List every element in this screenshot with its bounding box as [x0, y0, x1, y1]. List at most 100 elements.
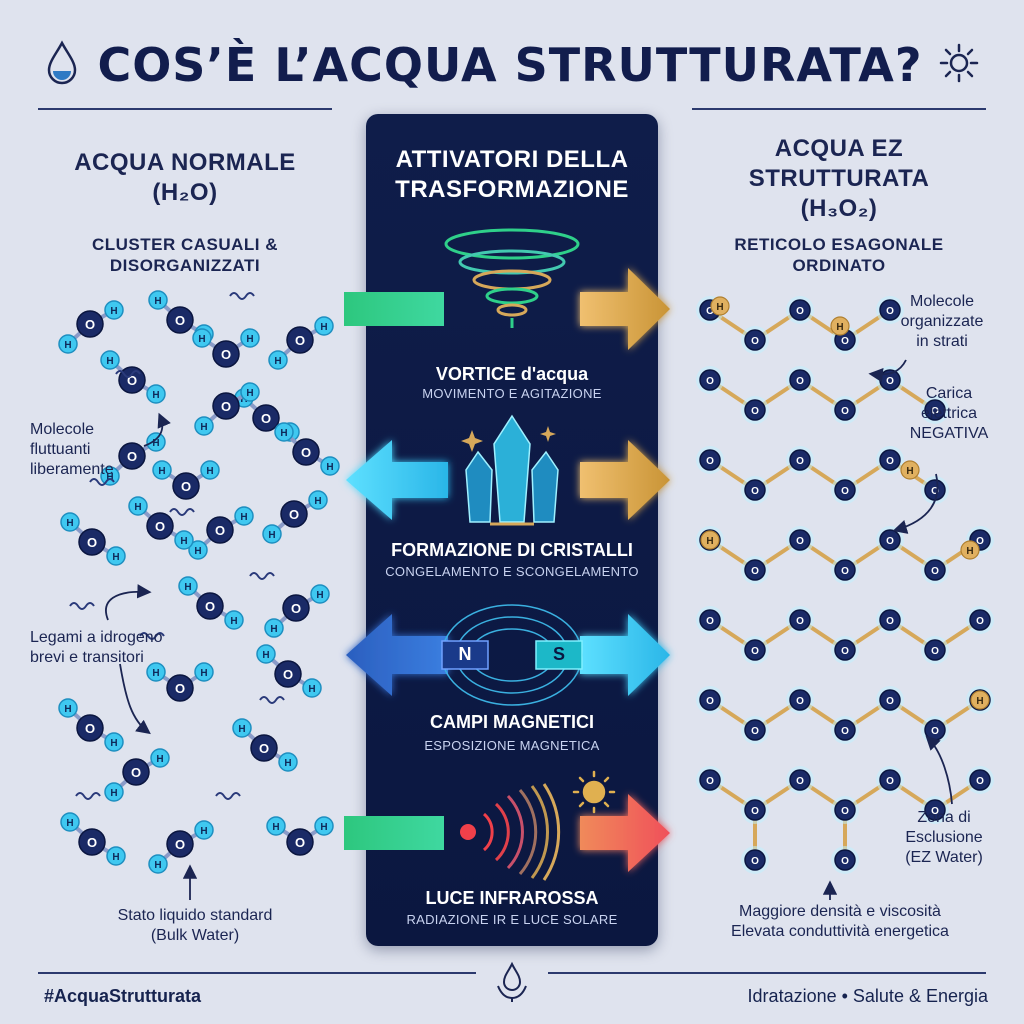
svg-text:O: O: [289, 507, 299, 522]
svg-text:H: H: [66, 818, 73, 829]
note-layers-line1: Molecole: [909, 293, 975, 310]
svg-text:O: O: [796, 616, 804, 627]
note-bulk-water: Stato liquido standard (Bulk Water): [90, 906, 300, 946]
svg-text:H: H: [326, 462, 333, 473]
svg-text:H: H: [154, 860, 161, 871]
water-molecule: HHO: [274, 422, 340, 476]
right-title-line1: ACQUA EZ: [774, 135, 904, 162]
hydrogen-bond-squiggle: [139, 632, 165, 640]
svg-text:H: H: [246, 334, 253, 345]
svg-text:H: H: [268, 530, 275, 541]
svg-text:O: O: [751, 806, 759, 817]
svg-text:H: H: [246, 388, 253, 399]
svg-text:O: O: [751, 486, 759, 497]
svg-text:H: H: [706, 536, 713, 547]
svg-text:H: H: [230, 616, 237, 627]
svg-text:O: O: [87, 835, 97, 850]
water-molecule: HHO: [262, 490, 328, 544]
svg-text:H: H: [154, 296, 161, 307]
svg-text:O: O: [751, 406, 759, 417]
activator-magnet-name: CAMPI MAGNETICI: [430, 712, 594, 732]
svg-text:H: H: [238, 724, 245, 735]
svg-text:H: H: [134, 502, 141, 513]
footer-rule-left: [38, 972, 476, 974]
hydrogen-bond-squiggle: [259, 696, 285, 704]
svg-text:O: O: [886, 776, 894, 787]
left-column-title: ACQUA NORMALE (H₂O): [40, 148, 330, 208]
water-molecule: H H O: [194, 382, 260, 436]
footer-tagline: Idratazione • Salute & Energia: [747, 986, 988, 1006]
water-molecule: HHO: [256, 644, 322, 698]
svg-text:O: O: [215, 523, 225, 538]
note-ez-line3: (EZ Water): [905, 849, 983, 866]
svg-text:O: O: [221, 347, 231, 362]
note-free-line3: liberamente: [30, 461, 114, 478]
infrared-icon: [460, 783, 561, 881]
water-drop-icon: [47, 40, 77, 85]
right-subtitle-line1: RETICOLO ESAGONALE: [734, 235, 944, 254]
svg-text:O: O: [796, 776, 804, 787]
left-subtitle-line1: CLUSTER CASUALI &: [91, 235, 279, 254]
svg-text:O: O: [295, 333, 305, 348]
hydrogen-bond-squiggle: [75, 792, 101, 800]
svg-text:O: O: [976, 616, 984, 627]
svg-text:H: H: [110, 306, 117, 317]
water-molecule: HHO: [232, 718, 298, 772]
svg-text:H: H: [198, 334, 205, 345]
water-molecule: HHO: [268, 316, 334, 370]
sun-gear-icon: [939, 43, 979, 83]
svg-text:O: O: [706, 306, 714, 317]
note-charge-line2: elettrica: [920, 405, 978, 422]
svg-text:H: H: [284, 758, 291, 769]
svg-text:O: O: [886, 456, 894, 467]
svg-text:O: O: [181, 479, 191, 494]
crystal-arrow-right: [580, 440, 670, 520]
left-title-line1: ACQUA NORMALE: [74, 149, 296, 176]
header-rule-right: [692, 108, 986, 110]
svg-text:O: O: [841, 336, 849, 347]
svg-text:H: H: [106, 356, 113, 367]
svg-text:O: O: [706, 376, 714, 387]
magnet-pole-n: N: [458, 644, 472, 664]
hydrogen-bond-squiggle: [169, 508, 195, 516]
svg-text:O: O: [796, 456, 804, 467]
svg-text:O: O: [221, 399, 231, 414]
note-charge-line1: Carica: [925, 385, 973, 402]
hydrogen-bond-squiggle: [249, 572, 275, 580]
magnet-arrow-left: [346, 614, 448, 696]
magnet-arrow-right: [580, 614, 670, 696]
note-bulk-line2: (Bulk Water): [150, 927, 240, 944]
svg-text:H: H: [906, 466, 913, 477]
activator-vortex-name: VORTICE d'acqua: [435, 364, 589, 384]
activator-infrared-desc: RADIAZIONE IR E LUCE SOLARE: [406, 912, 618, 927]
svg-text:O: O: [931, 646, 939, 657]
water-molecule: HHO: [178, 576, 244, 630]
svg-text:O: O: [886, 536, 894, 547]
note-layers-line3: in strati: [916, 333, 968, 350]
svg-text:O: O: [886, 306, 894, 317]
hydrogen-bond-squiggle: [115, 370, 141, 378]
water-molecule: HHO: [60, 812, 126, 866]
svg-text:H: H: [200, 422, 207, 433]
svg-text:H: H: [976, 696, 983, 707]
header-rule-left: [38, 108, 332, 110]
svg-text:O: O: [706, 696, 714, 707]
svg-text:H: H: [152, 668, 159, 679]
hydrogen-bond-squiggle: [89, 478, 115, 486]
infrared-arrow-in: [344, 816, 444, 850]
svg-text:O: O: [295, 835, 305, 850]
svg-text:O: O: [291, 601, 301, 616]
hydrogen-bond-squiggle: [229, 292, 255, 300]
svg-text:O: O: [796, 306, 804, 317]
svg-text:H: H: [836, 322, 843, 333]
svg-text:O: O: [841, 646, 849, 657]
sun-icon: [572, 770, 616, 814]
note-exclusion-zone: Zona di Esclusione (EZ Water): [884, 808, 1004, 868]
activator-vortex-desc: MOVIMENTO E AGITAZIONE: [422, 386, 602, 401]
activators-title-line2: TRASFORMAZIONE: [395, 176, 629, 203]
svg-text:H: H: [280, 428, 287, 439]
note-density-line1: Maggiore densità e viscosità: [739, 903, 941, 920]
